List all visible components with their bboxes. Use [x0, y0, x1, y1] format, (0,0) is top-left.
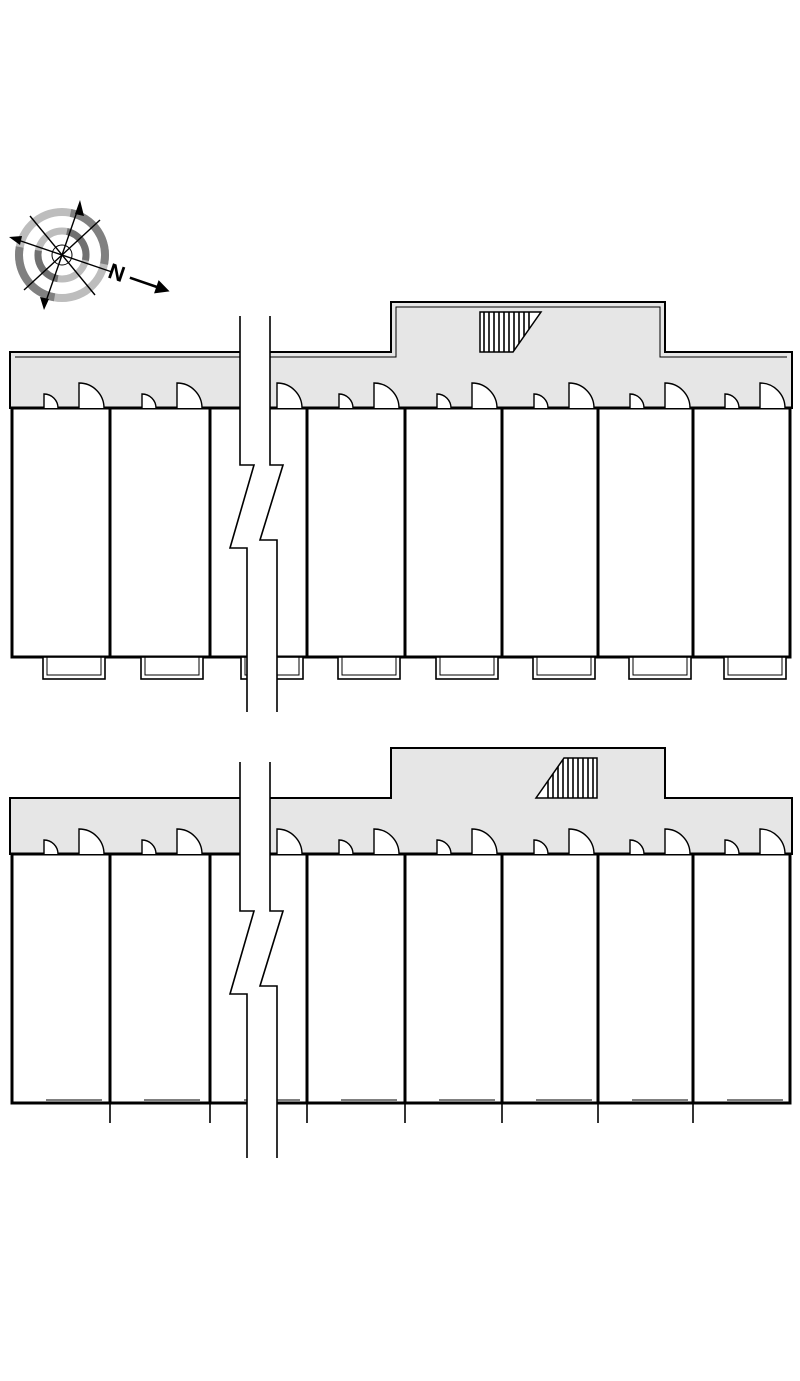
corridor-railing — [15, 306, 787, 358]
door-icon — [533, 828, 595, 855]
unit-room — [305, 406, 407, 659]
door-icon — [141, 382, 203, 409]
door-icon — [436, 828, 498, 855]
unit-room — [500, 406, 600, 659]
unit-room — [691, 406, 792, 659]
omission-break — [228, 316, 285, 712]
door-icon — [43, 382, 105, 409]
door-icon — [436, 382, 498, 409]
unit-room — [596, 406, 695, 659]
door-icon — [43, 828, 105, 855]
door-icon — [629, 828, 691, 855]
balcony-railing — [632, 656, 688, 676]
balcony-railing — [341, 656, 397, 676]
unit-room — [108, 406, 212, 659]
balcony — [42, 656, 106, 680]
balcony — [435, 656, 499, 680]
door-icon — [724, 382, 786, 409]
balcony — [628, 656, 692, 680]
unit-room — [10, 852, 112, 1105]
unit-room — [108, 852, 212, 1105]
north-label: N — [105, 258, 128, 287]
balcony-railing — [144, 656, 200, 676]
staircase-icon — [534, 757, 598, 799]
balcony — [140, 656, 204, 680]
door-icon — [338, 828, 400, 855]
balcony — [723, 656, 787, 680]
balcony — [532, 656, 596, 680]
balcony-railing — [536, 656, 592, 676]
balcony-railing — [439, 656, 495, 676]
compass-rose-icon: N — [9, 200, 170, 310]
unit-room — [691, 852, 792, 1105]
unit-room — [403, 852, 504, 1105]
unit-room — [596, 852, 695, 1105]
door-icon — [629, 382, 691, 409]
unit-room — [10, 406, 112, 659]
unit-room — [305, 852, 407, 1105]
omission-break — [228, 762, 285, 1158]
door-icon — [141, 828, 203, 855]
unit-room — [403, 406, 504, 659]
door-icon — [338, 382, 400, 409]
lower-floor — [9, 747, 793, 1158]
door-icon — [724, 828, 786, 855]
staircase-icon — [479, 311, 543, 353]
balcony — [337, 656, 401, 680]
balcony-railing — [46, 656, 102, 676]
upper-floor — [9, 301, 793, 712]
door-icon — [533, 382, 595, 409]
unit-room — [500, 852, 600, 1105]
balcony-railing — [727, 656, 783, 676]
